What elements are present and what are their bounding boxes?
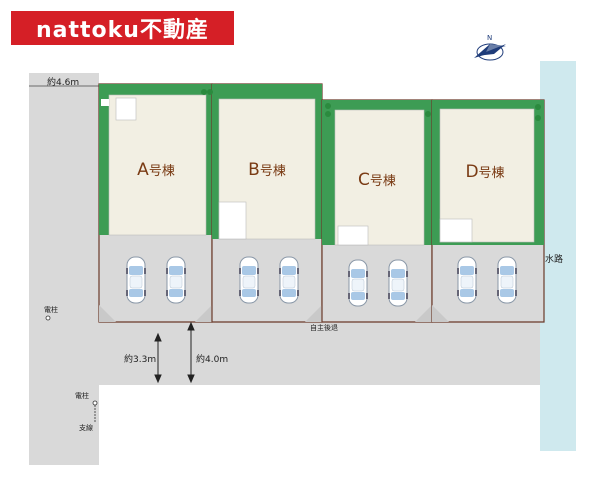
utility-pole-1-label: 電柱 <box>44 306 58 314</box>
road-width-4-0-label: 約4.0m <box>196 355 229 365</box>
car-icon <box>165 256 187 304</box>
car-icon <box>456 256 478 304</box>
dimension-arrow-3-3 <box>154 332 162 384</box>
lot-a-label: A号棟 <box>137 160 175 180</box>
lot-b-id: B <box>248 160 260 180</box>
utility-pole-2 <box>92 400 98 406</box>
lot-a-id: A <box>137 160 149 180</box>
lot-d-suffix: 号棟 <box>478 166 505 181</box>
car-icon <box>387 259 409 307</box>
lot-c-id: C <box>358 170 370 190</box>
building-a <box>108 94 207 236</box>
svg-text:N: N <box>487 34 492 42</box>
lot-b-label: B号棟 <box>248 160 286 180</box>
waterway-label: 水路 <box>545 255 564 265</box>
waterway <box>540 61 576 451</box>
lot-a-suffix: 号棟 <box>148 164 175 179</box>
utility-pole-1 <box>45 315 51 321</box>
west-road-width-label: 約4.6m <box>47 78 80 88</box>
west-road <box>29 73 99 465</box>
lot-c <box>321 99 433 323</box>
guy-wire-label: 支線 <box>79 424 93 432</box>
road-width-3-3-label: 約3.3m <box>124 355 157 365</box>
car-icon <box>278 256 300 304</box>
north-arrow-icon: N <box>474 34 506 61</box>
lot-d <box>431 99 545 323</box>
setback-strip <box>99 322 540 333</box>
lot-d-label: D号棟 <box>465 162 504 182</box>
dimension-arrow-4-0 <box>187 321 195 384</box>
south-road <box>99 333 540 385</box>
car-icon <box>125 256 147 304</box>
lot-c-suffix: 号棟 <box>369 174 396 189</box>
brand-name: nattoku不動産 <box>36 18 209 43</box>
utility-pole-2-label: 電柱 <box>75 392 89 400</box>
lot-a <box>98 83 213 323</box>
brand-banner: nattoku不動産 <box>11 11 234 45</box>
lot-b <box>201 83 323 323</box>
car-icon <box>496 256 518 304</box>
lot-b-suffix: 号棟 <box>259 164 286 179</box>
building-c <box>334 109 425 246</box>
lot-c-label: C号棟 <box>358 170 396 190</box>
setback-label: 自主後退 <box>310 324 338 332</box>
car-icon <box>347 259 369 307</box>
lot-d-id: D <box>465 162 479 182</box>
car-icon <box>238 256 260 304</box>
